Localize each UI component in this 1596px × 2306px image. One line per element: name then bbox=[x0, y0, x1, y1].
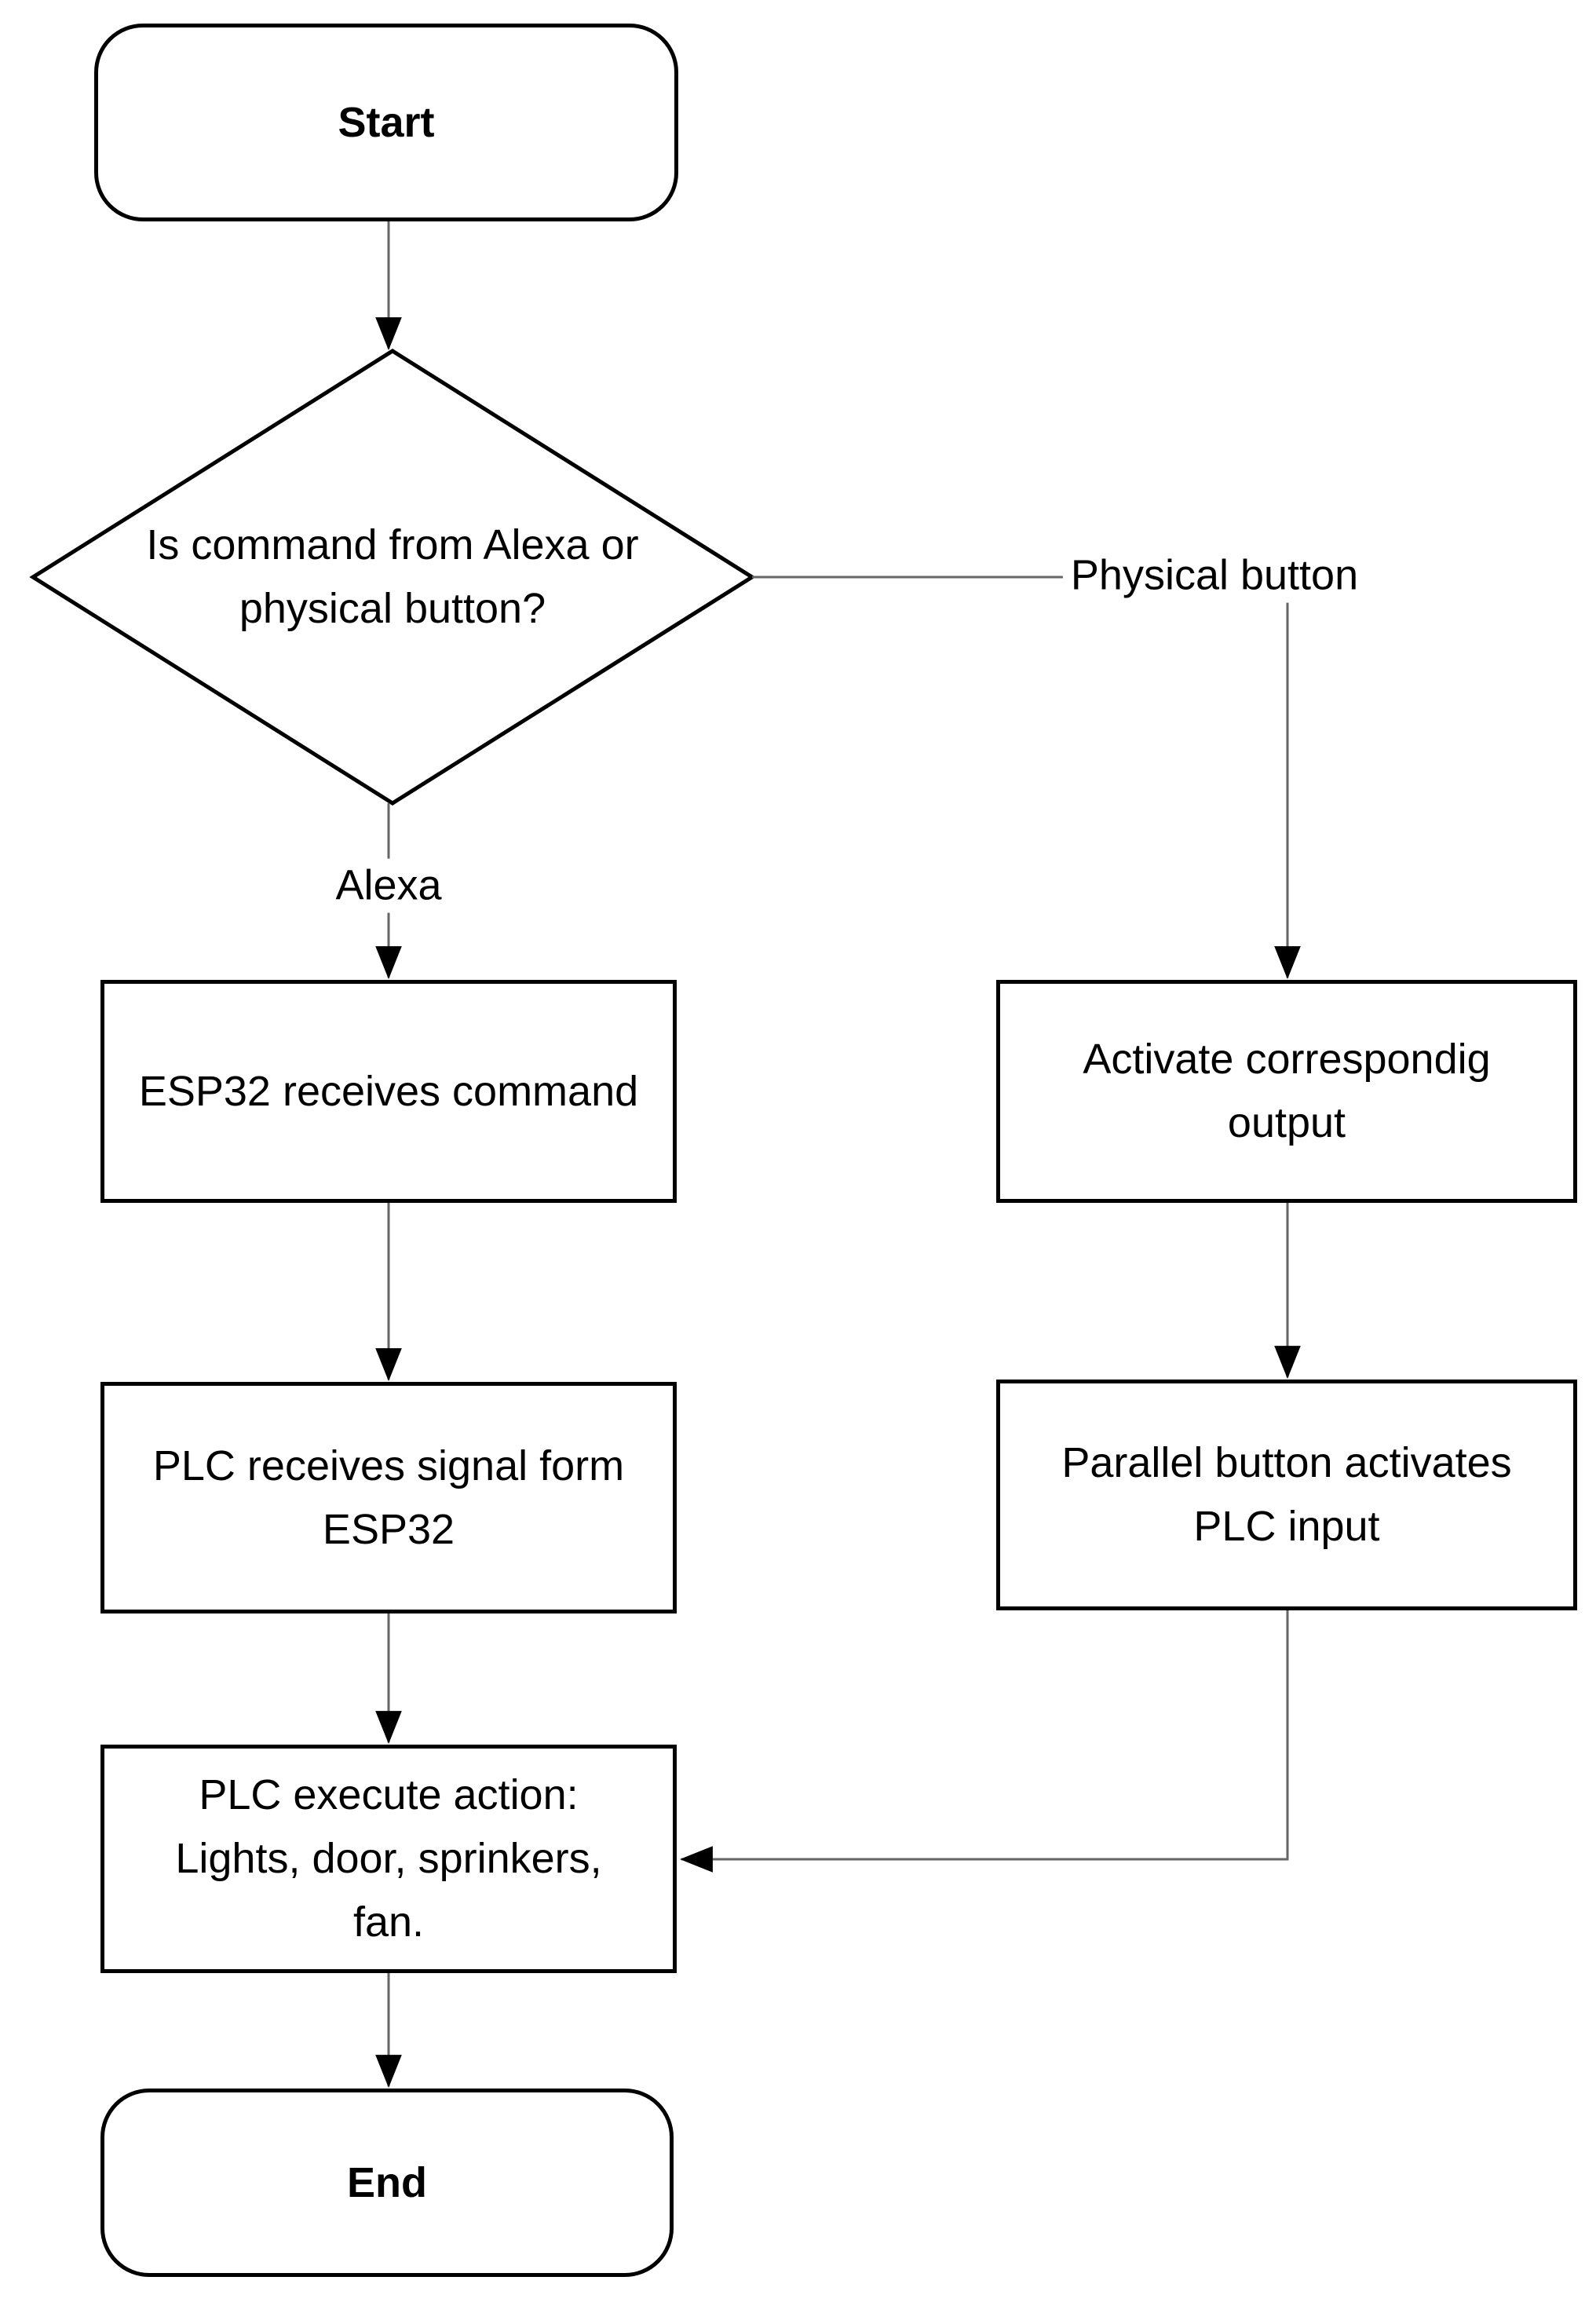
node-parallel-button-label: Parallel button activates PLC input bbox=[1061, 1439, 1512, 1550]
node-plc-receives: PLC receives signal form ESP32 bbox=[100, 1382, 677, 1613]
node-esp32: ESP32 receives command bbox=[100, 980, 677, 1203]
edge-label-alexa: Alexa bbox=[327, 858, 450, 913]
node-end-label: End bbox=[347, 2158, 427, 2206]
node-parallel-button: Parallel button activates PLC input bbox=[996, 1380, 1577, 1610]
node-activate-output: Activate correspondig output bbox=[996, 980, 1577, 1203]
edge-label-physical-button: Physical button bbox=[1062, 548, 1367, 603]
edge-parallel-plcexecute bbox=[679, 1610, 1289, 1873]
edge-decision-activate bbox=[752, 576, 1301, 980]
node-start-label: Start bbox=[338, 98, 435, 146]
node-end: End bbox=[100, 2089, 674, 2277]
node-plc-execute-label: PLC execute action: Lights, door, sprink… bbox=[175, 1771, 602, 1946]
node-esp32-label: ESP32 receives command bbox=[138, 1067, 639, 1115]
node-activate-output-label: Activate correspondig output bbox=[1083, 1036, 1491, 1146]
node-plc-execute: PLC execute action: Lights, door, sprink… bbox=[100, 1745, 677, 1973]
node-decision-label: Is command from Alexa or physical button… bbox=[146, 521, 639, 632]
node-decision: Is command from Alexa or physical button… bbox=[126, 459, 659, 695]
decision-diamond-shape bbox=[29, 349, 756, 806]
node-plc-receives-label: PLC receives signal form ESP32 bbox=[152, 1442, 625, 1553]
node-start: Start bbox=[94, 24, 678, 221]
